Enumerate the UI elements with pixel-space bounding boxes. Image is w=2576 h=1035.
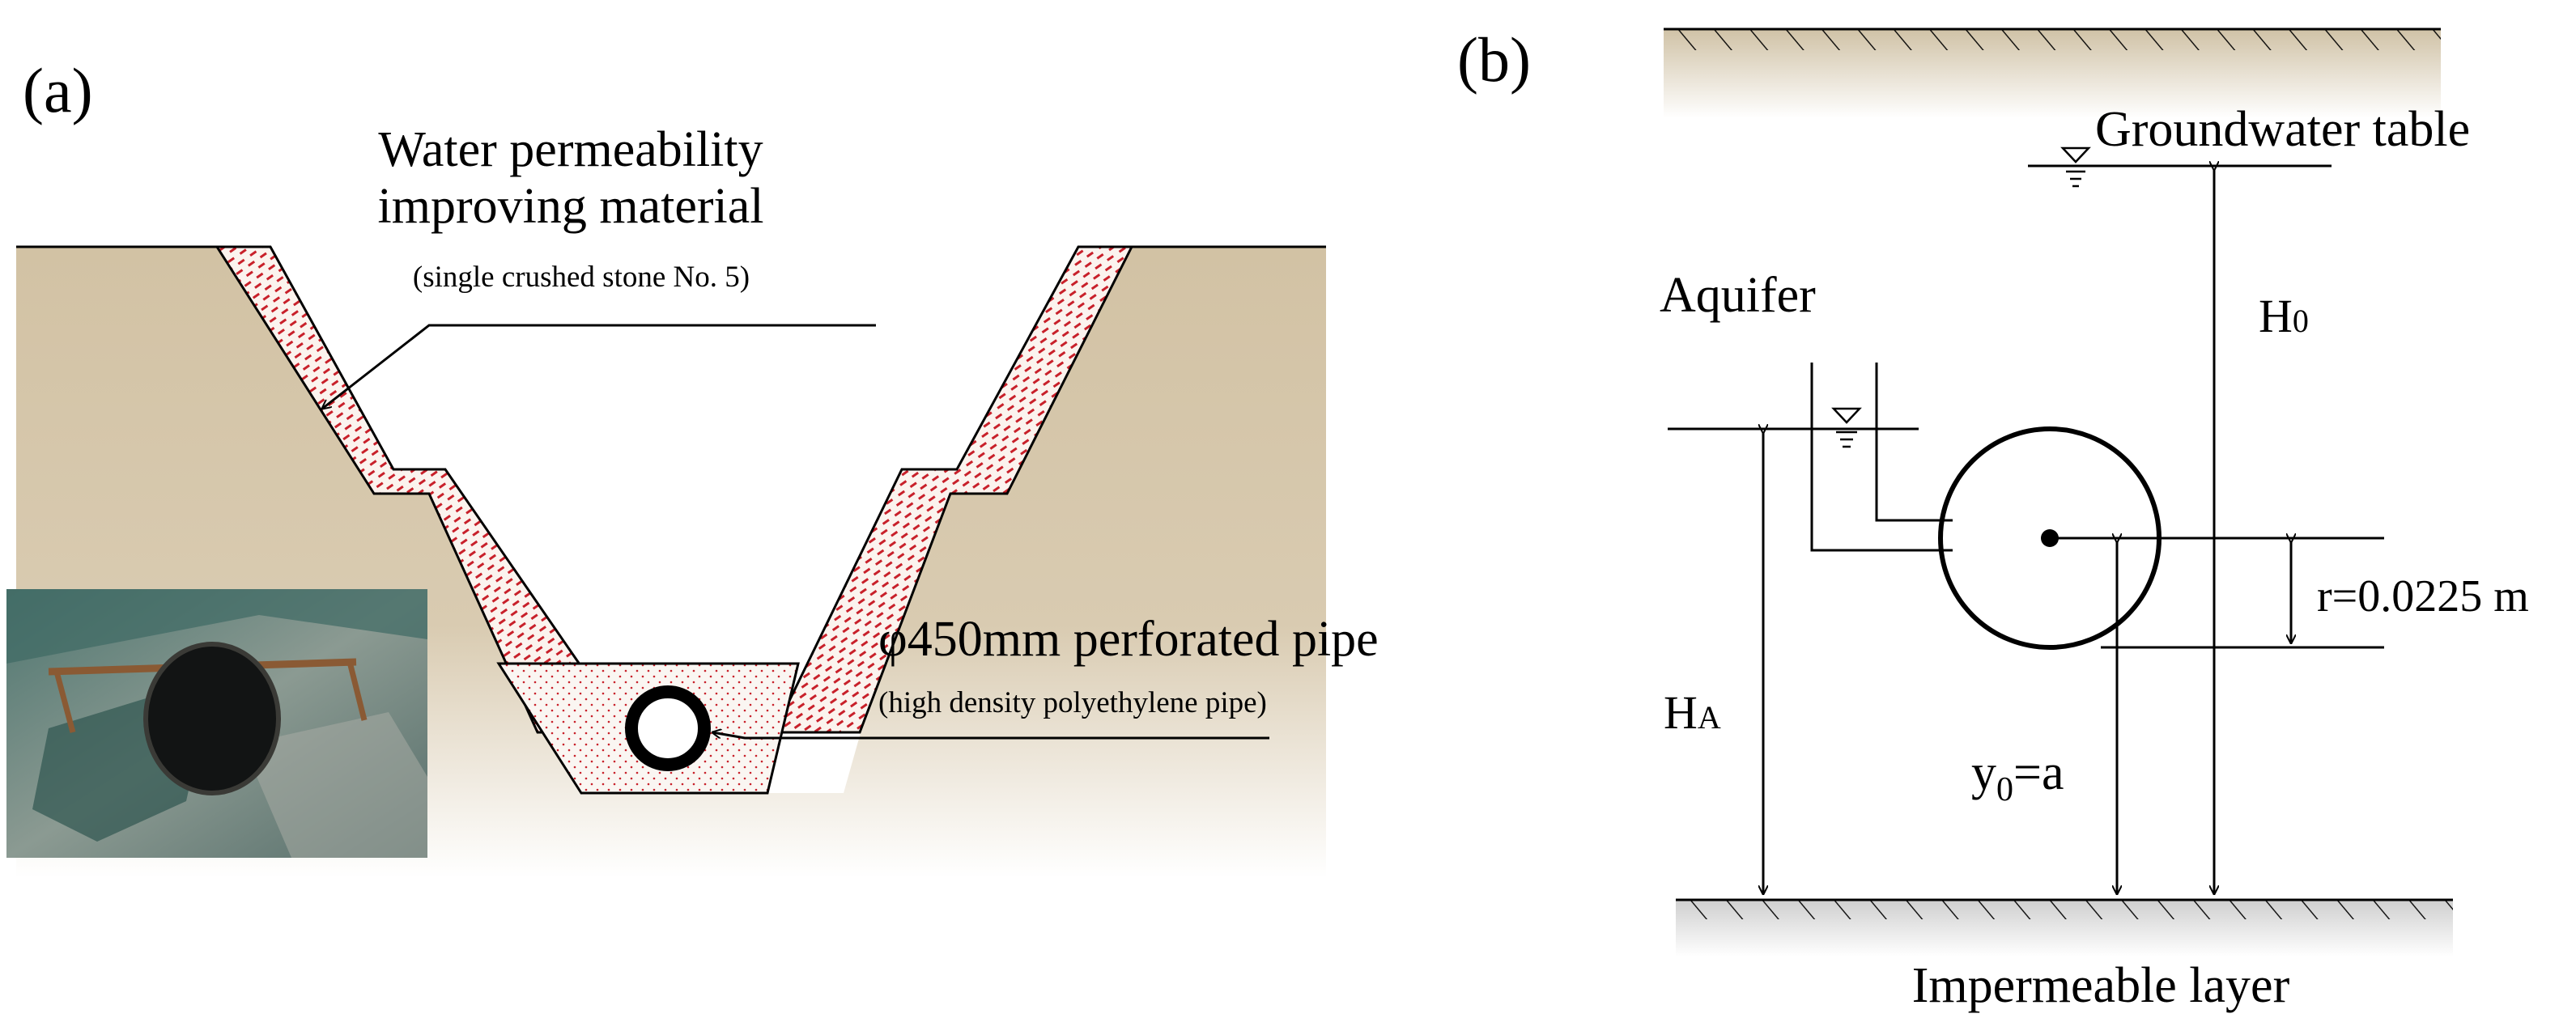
pipe-photo: [6, 589, 427, 858]
standpipe-inner: [1875, 363, 1953, 522]
panel-b-label: (b): [1457, 24, 1531, 95]
y0-label: y0=a: [1971, 745, 2064, 808]
pipe-leader-line: [712, 732, 1269, 740]
material-title-1: Water permeability: [378, 122, 763, 177]
aquifer-label: Aquifer: [1660, 268, 1816, 323]
material-note: (single crushed stone No. 5): [413, 261, 750, 294]
ha-label: HA: [1664, 686, 1721, 739]
perforated-pipe: [625, 685, 711, 771]
panel-a-label: (a): [23, 55, 93, 125]
top-hatch: [1664, 29, 2441, 50]
groundwater-label: Groundwater table: [2095, 102, 2470, 157]
bottom-hatch: [1676, 900, 2453, 919]
impermeable-label: Impermeable layer: [1912, 958, 2290, 1013]
panel-b: (b) Groundwater table Aquifer r=0.0225 m: [1457, 24, 2529, 1013]
pipe-title: φ450mm perforated pipe: [878, 612, 1379, 667]
material-leader-line: [322, 324, 876, 409]
panel-a: (a) Water permeability improving materia…: [6, 55, 1379, 878]
radius-label: r=0.0225 m: [2317, 571, 2529, 621]
h0-label: H0: [2259, 290, 2309, 342]
pipe-note: (high density polyethylene pipe): [878, 686, 1267, 719]
right-permeability-layer: [772, 245, 1134, 734]
standpipe-outer: [1810, 363, 1953, 552]
material-title-2: improving material: [378, 179, 764, 234]
aquifer-water-symbol: [1831, 407, 1862, 424]
groundwater-symbol: [2060, 146, 2091, 163]
